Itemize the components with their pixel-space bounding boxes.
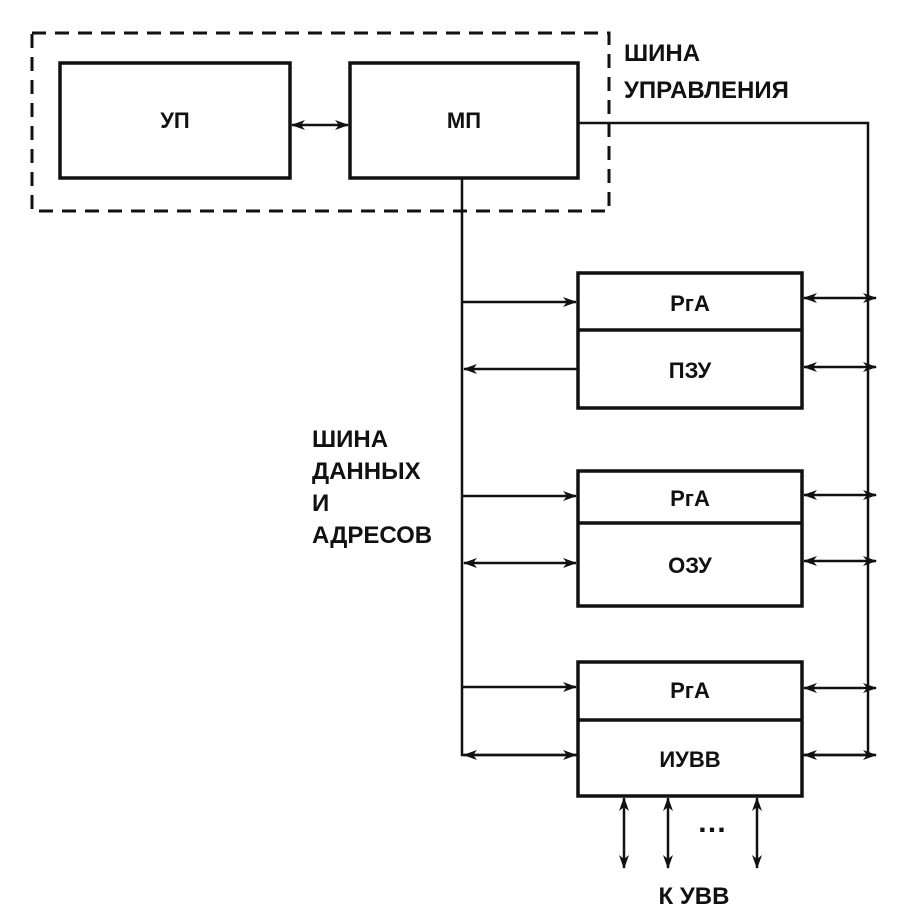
svg-text:УПРАВЛЕНИЯ: УПРАВЛЕНИЯ [624, 77, 789, 104]
io-device-arrows: … [619, 797, 762, 869]
control-bus-arrows [803, 293, 877, 760]
microprocessor-label: МП [447, 108, 481, 133]
data-address-bus-label: ШИНА ДАННЫХ И АДРЕСОВ [312, 426, 432, 549]
rom-module: РгА ПЗУ [576, 271, 804, 410]
processor-boundary [30, 31, 611, 213]
rom-label: ПЗУ [669, 358, 712, 383]
ram-address-register-label: РгА [670, 486, 710, 511]
control-bus-line [578, 121, 870, 757]
io-address-register-label: РгА [670, 678, 710, 703]
svg-text:ДАННЫХ: ДАННЫХ [312, 458, 421, 485]
control-bus-label: ШИНА УПРАВЛЕНИЯ [624, 40, 789, 104]
data-bus-arrows [462, 297, 578, 760]
ram-label: ОЗУ [668, 553, 712, 578]
svg-text:ШИНА: ШИНА [312, 426, 388, 453]
io-interface-label: ИУВВ [659, 747, 720, 772]
svg-text:АДРЕСОВ: АДРЕСОВ [312, 522, 432, 549]
ram-module: РгА ОЗУ [576, 469, 804, 608]
data-address-bus-line [460, 178, 578, 757]
svg-text:ШИНА: ШИНА [624, 40, 700, 67]
svg-text:И: И [312, 490, 329, 517]
io-interface-module: РгА ИУВВ [576, 660, 804, 798]
io-devices-label: К УВВ [659, 883, 730, 910]
control-unit-block: УП [58, 61, 292, 180]
ellipsis-label: … [697, 806, 727, 839]
microprocessor-block: МП [348, 61, 580, 180]
rom-address-register-label: РгА [670, 291, 710, 316]
control-unit-label: УП [160, 108, 190, 133]
